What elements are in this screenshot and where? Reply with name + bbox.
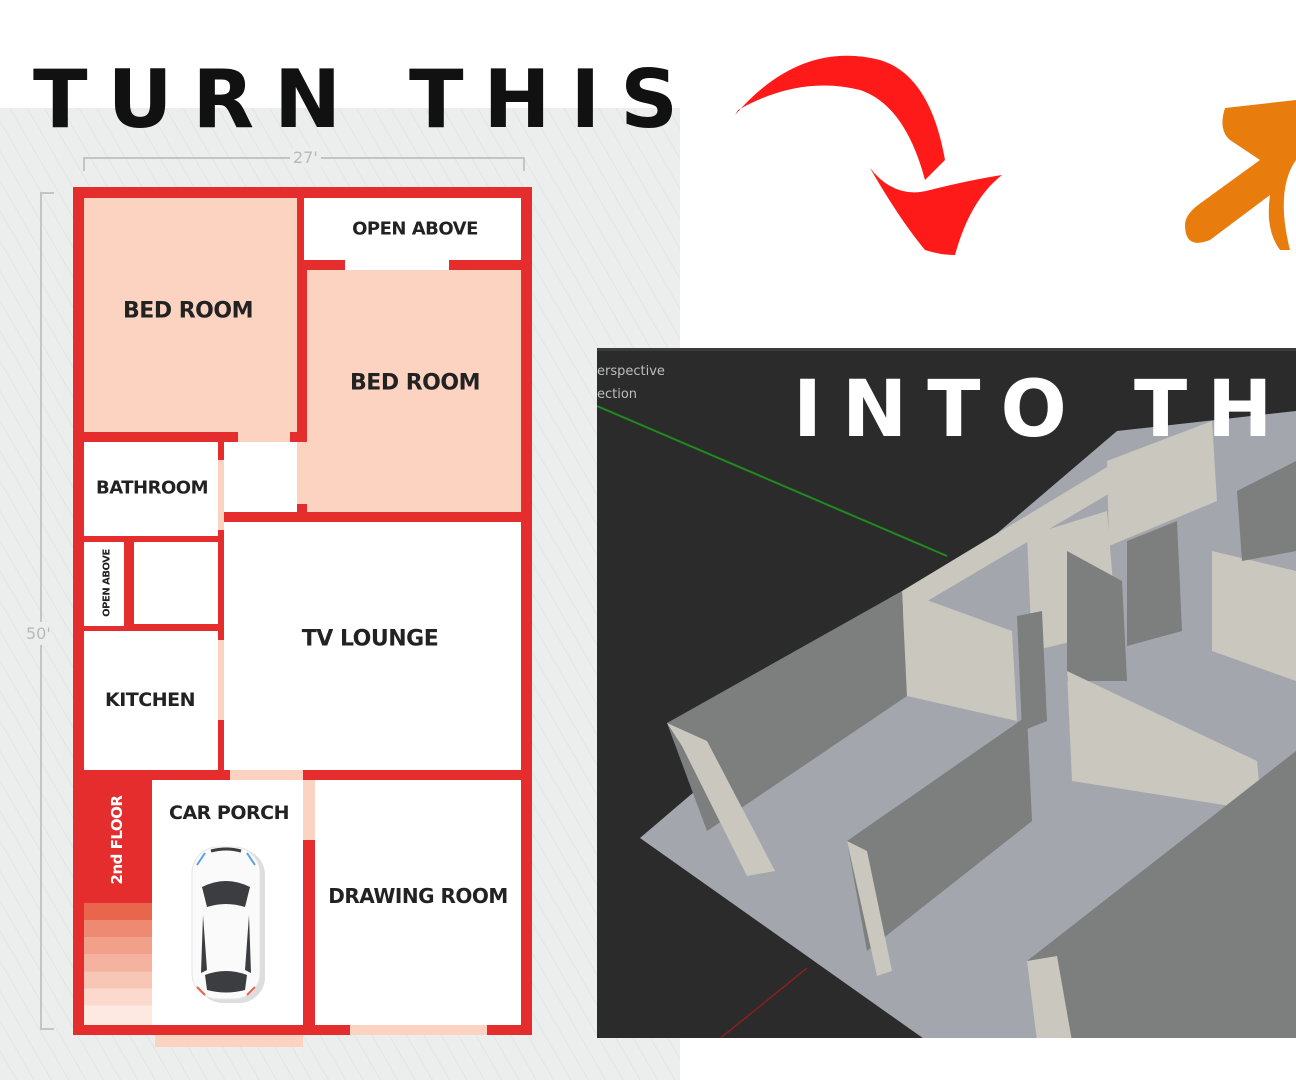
dimension-tick: [40, 1028, 54, 1030]
room-label: DRAWING ROOM: [328, 884, 508, 908]
dimension-tick: [523, 157, 525, 171]
curved-arrow-icon: [735, 55, 1002, 255]
room-label: TV LOUNGE: [301, 626, 439, 652]
storage: [134, 542, 218, 624]
headline-into-this: INTO THIS: [793, 365, 1296, 455]
room-label: BED ROOM: [350, 370, 480, 396]
height-dimension-line: [40, 192, 42, 1030]
room-label: BATHROOM: [96, 477, 208, 499]
room-label: 2nd FLOOR: [108, 795, 126, 885]
tv-lounge: [224, 522, 521, 770]
door-gap: [350, 1025, 487, 1035]
room-label: CAR PORCH: [169, 802, 289, 824]
door-gap: [218, 640, 224, 720]
width-dimension-label: 27': [290, 148, 321, 167]
bed-room-2: [307, 270, 521, 512]
staircase: [84, 903, 152, 1025]
kitchen: [84, 631, 218, 770]
car-icon: [191, 846, 265, 1003]
open-above-1: [304, 198, 521, 260]
door-gap: [297, 442, 307, 504]
dimension-tick: [40, 192, 54, 194]
open-above-2: [84, 542, 124, 626]
room-label: BED ROOM: [123, 298, 253, 324]
viewport-label-collection: ection: [597, 387, 638, 402]
door-gap: [303, 780, 315, 840]
room-label: KITCHEN: [105, 689, 195, 711]
dimension-tick: [83, 157, 85, 171]
bed-room-1: [84, 198, 297, 432]
height-dimension-label: 50': [26, 622, 51, 645]
door-gap: [218, 460, 224, 530]
door-gap: [345, 260, 449, 270]
hall: [224, 442, 297, 512]
drawing-room: [315, 780, 521, 1025]
viewport-label-perspective: erspective: [597, 364, 665, 379]
door-gap: [238, 432, 290, 442]
headline-turn-this: TURN THIS: [33, 53, 698, 146]
entrance: [155, 1035, 303, 1047]
blender-logo-icon: [1185, 100, 1296, 250]
door-gap: [230, 770, 303, 780]
bathroom: [84, 442, 218, 536]
room-label: OPEN ABOVE: [352, 218, 478, 240]
3d-viewport[interactable]: erspective ection INTO THIS: [597, 348, 1296, 1038]
3d-model-render: [597, 405, 1296, 1038]
room-label: OPEN ABOVE: [101, 549, 113, 617]
